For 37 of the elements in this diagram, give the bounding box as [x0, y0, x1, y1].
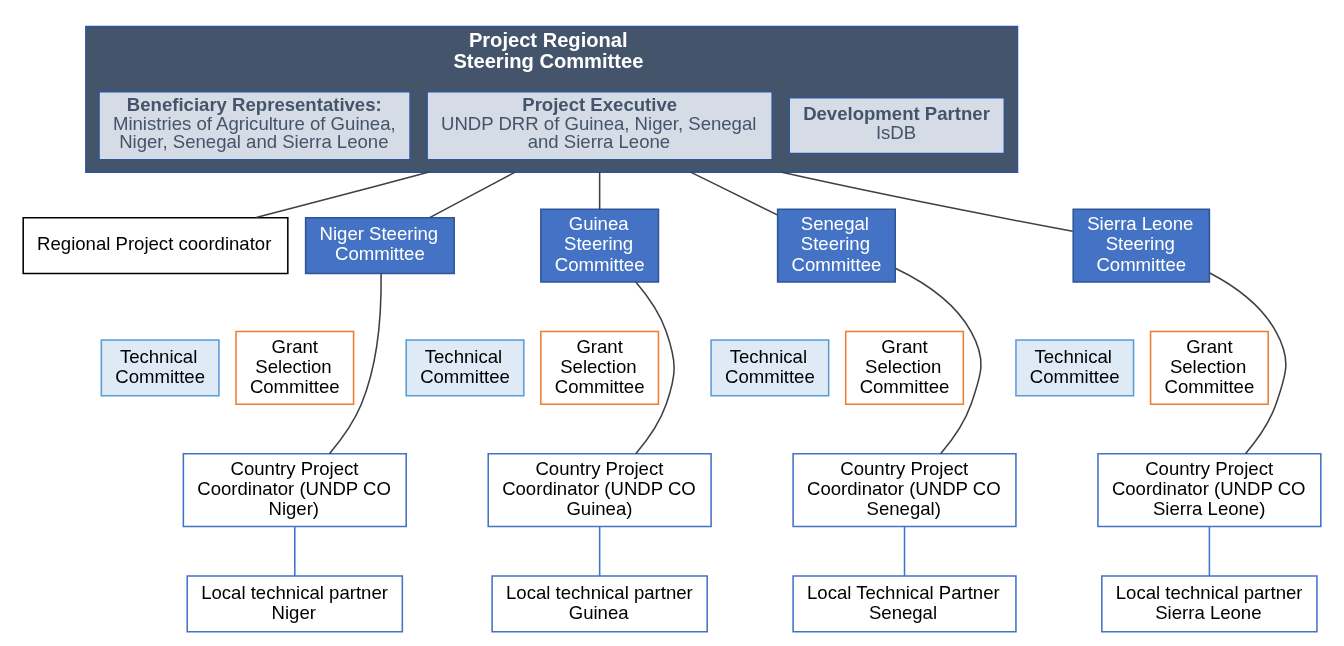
connector — [635, 281, 675, 455]
node-box: Guinea Steering Committee — [540, 208, 660, 283]
node-box: Grant Selection Committee — [540, 330, 660, 406]
node-box: Senegal Steering Committee — [776, 208, 896, 283]
node-box: Grant Selection Committee — [1149, 330, 1269, 406]
connector — [428, 171, 517, 219]
node-box: Regional Project coordinator — [22, 217, 289, 275]
node-box: Technical Committee — [1015, 339, 1135, 397]
connector — [1209, 272, 1287, 455]
connector — [895, 267, 982, 455]
node-box: Grant Selection Committee — [235, 330, 355, 406]
node-box: Local Technical Partner Senegal — [792, 575, 1017, 633]
connector — [1208, 525, 1211, 577]
node-box: Sierra Leone Steering Committee — [1072, 208, 1211, 283]
connector — [779, 171, 1074, 233]
node-box: Country Project Coordinator (UNDP CO Niger) — [182, 453, 407, 528]
connector — [598, 525, 601, 577]
node-box: Niger Steering Committee — [304, 217, 455, 275]
connector — [328, 273, 382, 455]
node-box: Development Partner IsDB — [788, 97, 1006, 155]
connector — [294, 525, 296, 577]
node-box: Country Project Coordinator (UNDP CO Sierra Leone) — [1097, 453, 1322, 528]
node-box: Local technical partner Guinea — [491, 575, 708, 633]
node-box: Country Project Coordinator (UNDP CO Senegal) — [792, 453, 1017, 528]
connector — [903, 525, 906, 577]
node-box: Technical Committee — [100, 339, 220, 397]
node-box: Local technical partner Niger — [186, 575, 404, 633]
node-box: Grant Selection Committee — [844, 330, 965, 406]
node-box: Country Project Coordinator (UNDP CO Guinea) — [487, 453, 712, 528]
node-box: Local technical partner Sierra Leone — [1101, 575, 1318, 633]
node-box: Beneficiary Representatives: Ministries of Agriculture of Guinea, Niger, Senegal and Sierra Leone — [98, 90, 411, 161]
connector — [689, 171, 779, 216]
node-box: Technical Committee — [405, 339, 525, 397]
node-box: Technical Committee — [710, 339, 830, 397]
node-box: Project Executive UNDP DRR of Guinea, Niger, Senegal and Sierra Leone — [426, 90, 773, 161]
connector — [255, 171, 430, 219]
connector — [598, 171, 601, 211]
